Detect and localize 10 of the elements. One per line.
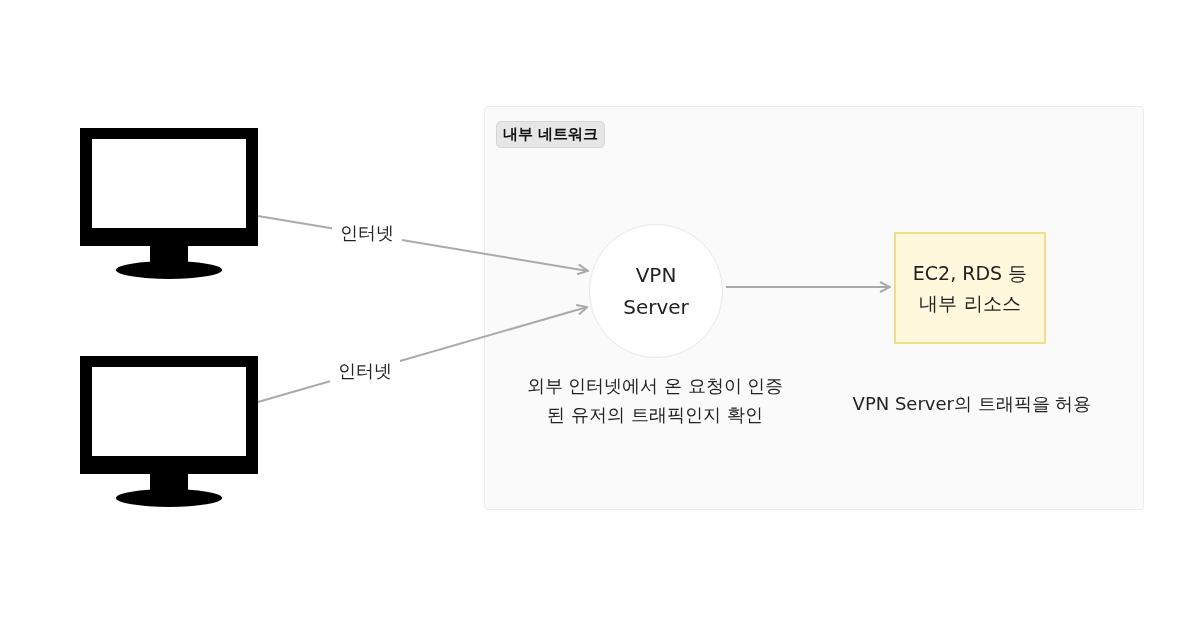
network-panel <box>484 106 1144 510</box>
monitor-icon <box>80 128 258 280</box>
resource-box: EC2, RDS 등 내부 리소스 <box>894 232 1046 344</box>
caption-text: 외부 인터넷에서 온 요청이 인증된 유저의 트래픽인지 확인 <box>525 374 785 427</box>
network-tag: 내부 네트워크 <box>496 121 606 148</box>
server-circle: VPN Server <box>589 224 723 358</box>
arrow <box>724 281 891 293</box>
caption-text: VPN Server의 트래픽을 허용 <box>851 392 1093 416</box>
edge-label: 인터넷 <box>330 357 400 385</box>
monitor-icon <box>80 356 258 508</box>
